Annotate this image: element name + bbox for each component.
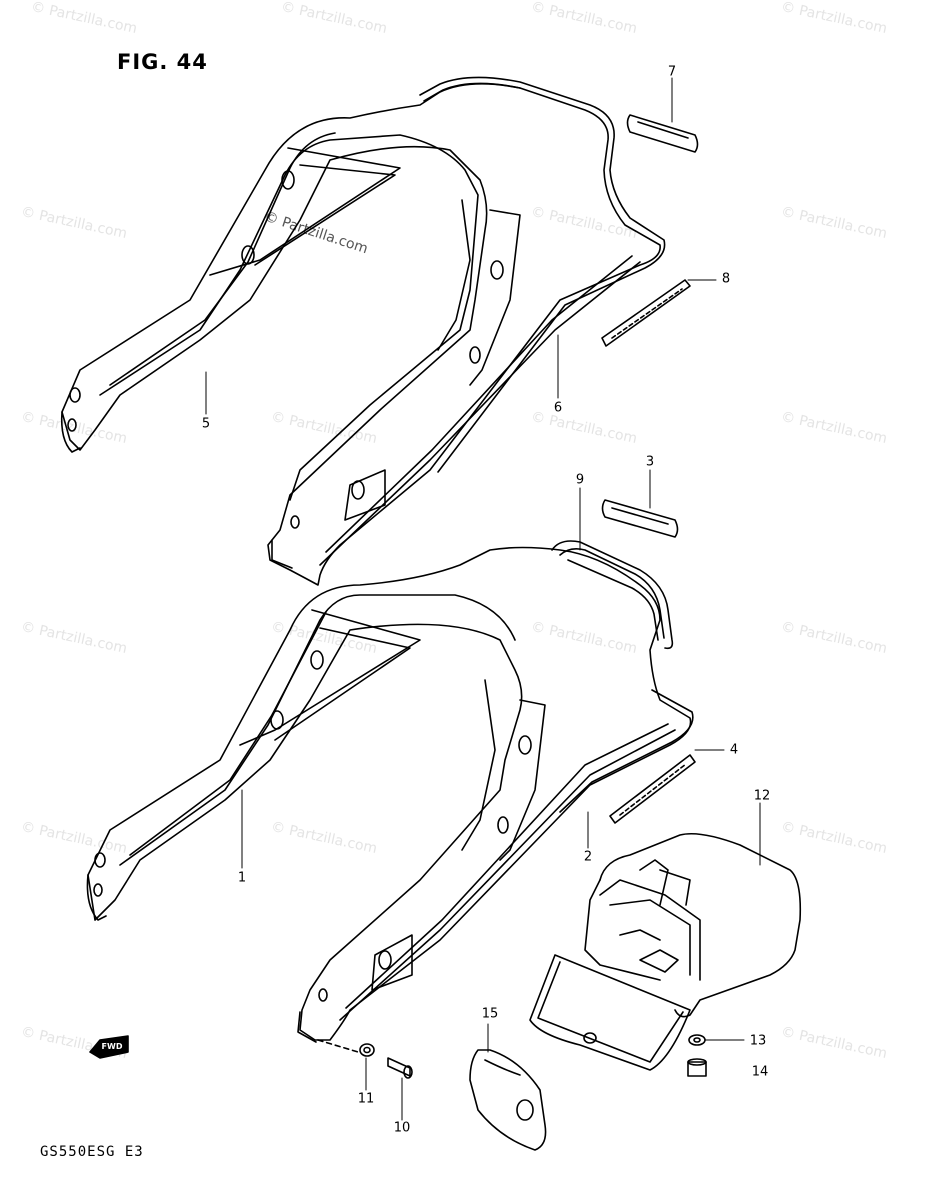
- tool-tray-box: [584, 832, 802, 1018]
- tool-tray-lid: [529, 954, 691, 1071]
- callout-12: 12: [753, 788, 771, 804]
- forward-arrow: [89, 1035, 129, 1059]
- callout-6: 6: [553, 400, 563, 416]
- reflector: [469, 1049, 547, 1151]
- callout-13: 13: [749, 1033, 767, 1049]
- figure-title: FIG. 44: [117, 50, 208, 74]
- emblem-3: [601, 499, 679, 538]
- tail-seal-strip: [551, 540, 674, 650]
- callout-10: 10: [393, 1120, 411, 1136]
- emblem-4: [609, 754, 696, 824]
- screw-10: [387, 1057, 413, 1079]
- nut-13: [688, 1034, 706, 1046]
- washer-11: [359, 1043, 375, 1057]
- callout-15: 15: [481, 1006, 499, 1022]
- cushion-14: [687, 1058, 707, 1077]
- callout-1: 1: [237, 870, 247, 886]
- model-code: GS550ESG E3: [40, 1144, 144, 1160]
- leader-lines: [205, 77, 761, 1121]
- callout-8: 8: [721, 271, 731, 287]
- callout-7: 7: [667, 64, 677, 80]
- callout-14: 14: [751, 1064, 769, 1080]
- callout-11: 11: [357, 1091, 375, 1107]
- lower-seat-tail-cover: [86, 546, 692, 1053]
- fwd-label: FWD: [101, 1042, 123, 1051]
- emblem-8: [601, 279, 691, 347]
- callout-9: 9: [575, 472, 585, 488]
- callout-3: 3: [645, 454, 655, 470]
- upper-tail-trim-strip: [419, 76, 666, 473]
- emblem-7: [626, 114, 699, 153]
- callout-5: 5: [201, 416, 211, 432]
- lower-tail-trim-strip: [559, 689, 694, 813]
- upper-seat-tail-cover: [60, 83, 661, 586]
- callout-4: 4: [729, 742, 739, 758]
- callout-2: 2: [583, 849, 593, 865]
